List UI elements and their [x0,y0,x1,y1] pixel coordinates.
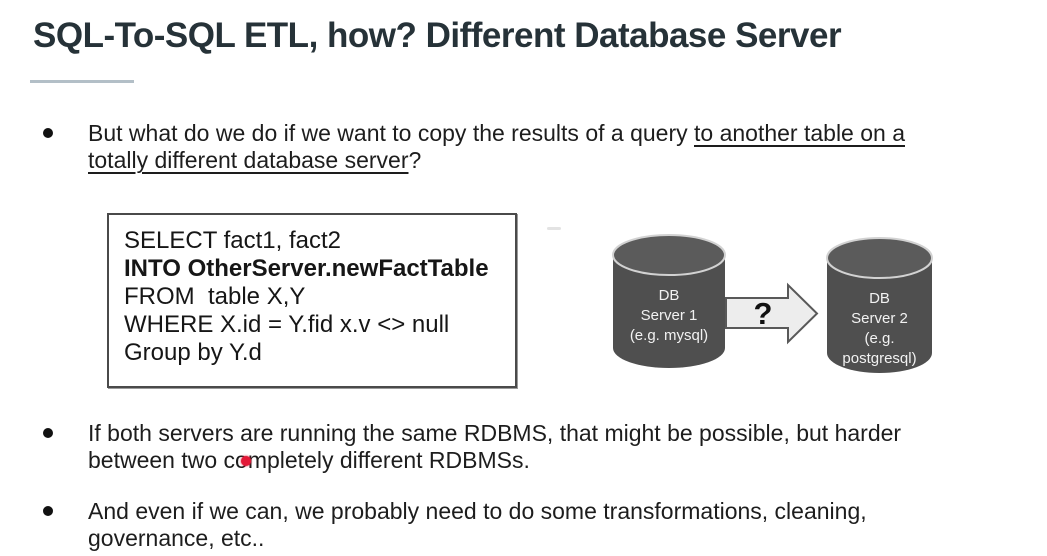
bullet-text-plain: If both servers are running the same RDB… [88,420,902,446]
bullet-line: If both servers are running the same RDB… [88,420,901,447]
title-divider [30,80,134,83]
page-title: SQL-To-SQL ETL, how? Different Database … [33,16,842,55]
sql-code-box: SELECT fact1, fact2 INTO OtherServer.new… [107,213,517,388]
db2-label-line3: (e.g. [864,330,894,347]
code-line-where: WHERE X.id = Y.fid x.v <> null [124,311,450,338]
db-diagram: DB Server 1 (e.g. mysql) ? DB Server 2 (… [612,234,933,373]
bullet-text-plain: governance, etc.. [88,525,265,551]
bullet-text-plain: And even if we can, we probably need to … [88,498,867,524]
db1-label-line3: (e.g. mysql) [630,327,708,344]
db-cylinder-1-icon: DB Server 1 (e.g. mysql) [612,234,726,368]
stray-dash [547,227,561,230]
db1-label-line2: Server 1 [641,307,698,324]
bullet-text-plain: between two completely different RDBMSs. [88,447,530,473]
db-cylinder-2-icon: DB Server 2 (e.g. postgresql) [826,237,933,373]
db1-label-line1: DB [659,287,680,304]
bullet-text-plain: ? [408,147,422,173]
question-mark-label: ? [754,296,773,331]
db2-label-line1: DB [869,290,890,307]
bullet-line: between two completely different RDBMSs. [88,447,901,474]
bullet-item-copy-query: But what do we do if we want to copy the… [88,120,905,174]
bullet-dot-icon [43,128,53,138]
code-line-groupby: Group by Y.d [124,339,262,366]
bullet-line: governance, etc.. [88,525,867,552]
bullet-dot-icon [43,428,53,438]
bullet-line: But what do we do if we want to copy the… [88,120,905,147]
db2-label-line4: postgresql) [842,350,916,367]
underlined-phrase: totally different database server [88,147,409,173]
bullet-line: totally different database server? [88,147,905,174]
underlined-phrase: to another table on a [694,120,905,146]
bullet-dot-icon [43,506,53,516]
bullet-line: And even if we can, we probably need to … [88,498,867,525]
db2-label-line2: Server 2 [851,310,908,327]
bullet-item-transformations: And even if we can, we probably need to … [88,498,867,552]
code-line-into: INTO OtherServer.newFactTable [124,255,489,282]
bullet-text-plain: But what do we do if we want to copy the… [88,120,694,146]
laser-pointer-dot [241,456,251,466]
bullet-item-same-rdbms: If both servers are running the same RDB… [88,420,901,474]
code-line-from: FROM table X,Y [124,283,306,310]
code-line-select: SELECT fact1, fact2 [124,227,341,254]
transfer-arrow-icon: ? [725,282,819,345]
